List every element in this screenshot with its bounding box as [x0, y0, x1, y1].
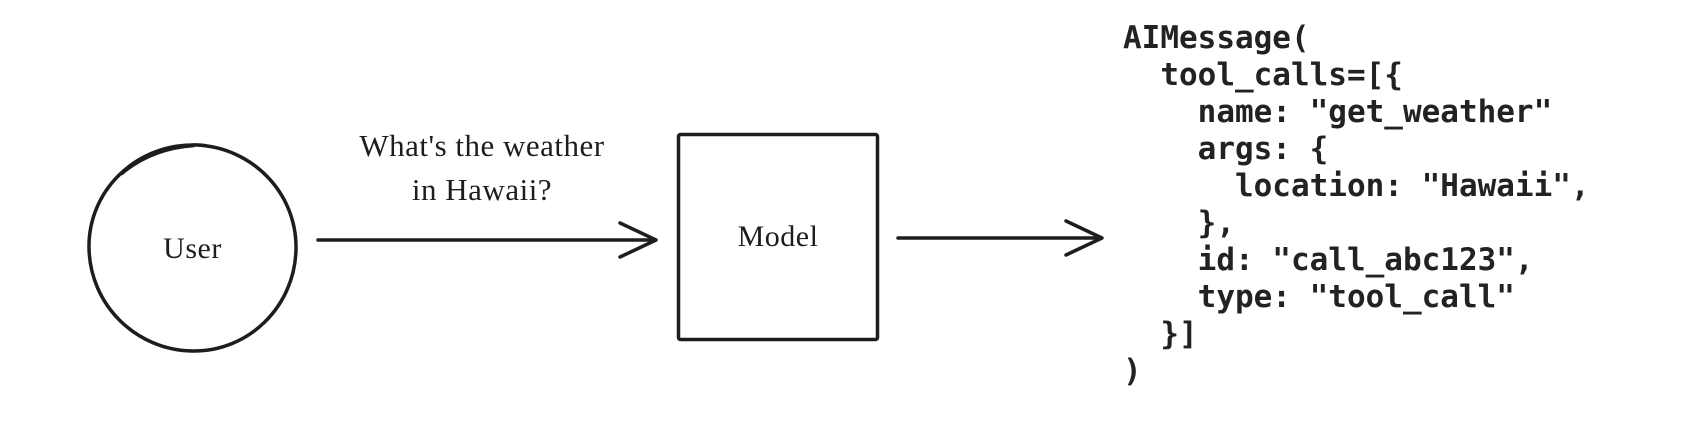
user-circle [87, 143, 298, 353]
request-arrow-label: What's the weather in Hawaii? [359, 128, 605, 207]
arrow-model-to-output [896, 219, 1104, 257]
arrowhead-icon [1064, 219, 1104, 257]
arrowhead-icon [618, 221, 658, 259]
model-box [676, 132, 880, 342]
model-node-label: Model [737, 220, 819, 253]
user-node-label: User [163, 231, 222, 265]
aimessage-code-block: AIMessage( tool_calls=[{ name: "get_weat… [1123, 20, 1590, 389]
arrow-user-to-model [316, 221, 658, 259]
